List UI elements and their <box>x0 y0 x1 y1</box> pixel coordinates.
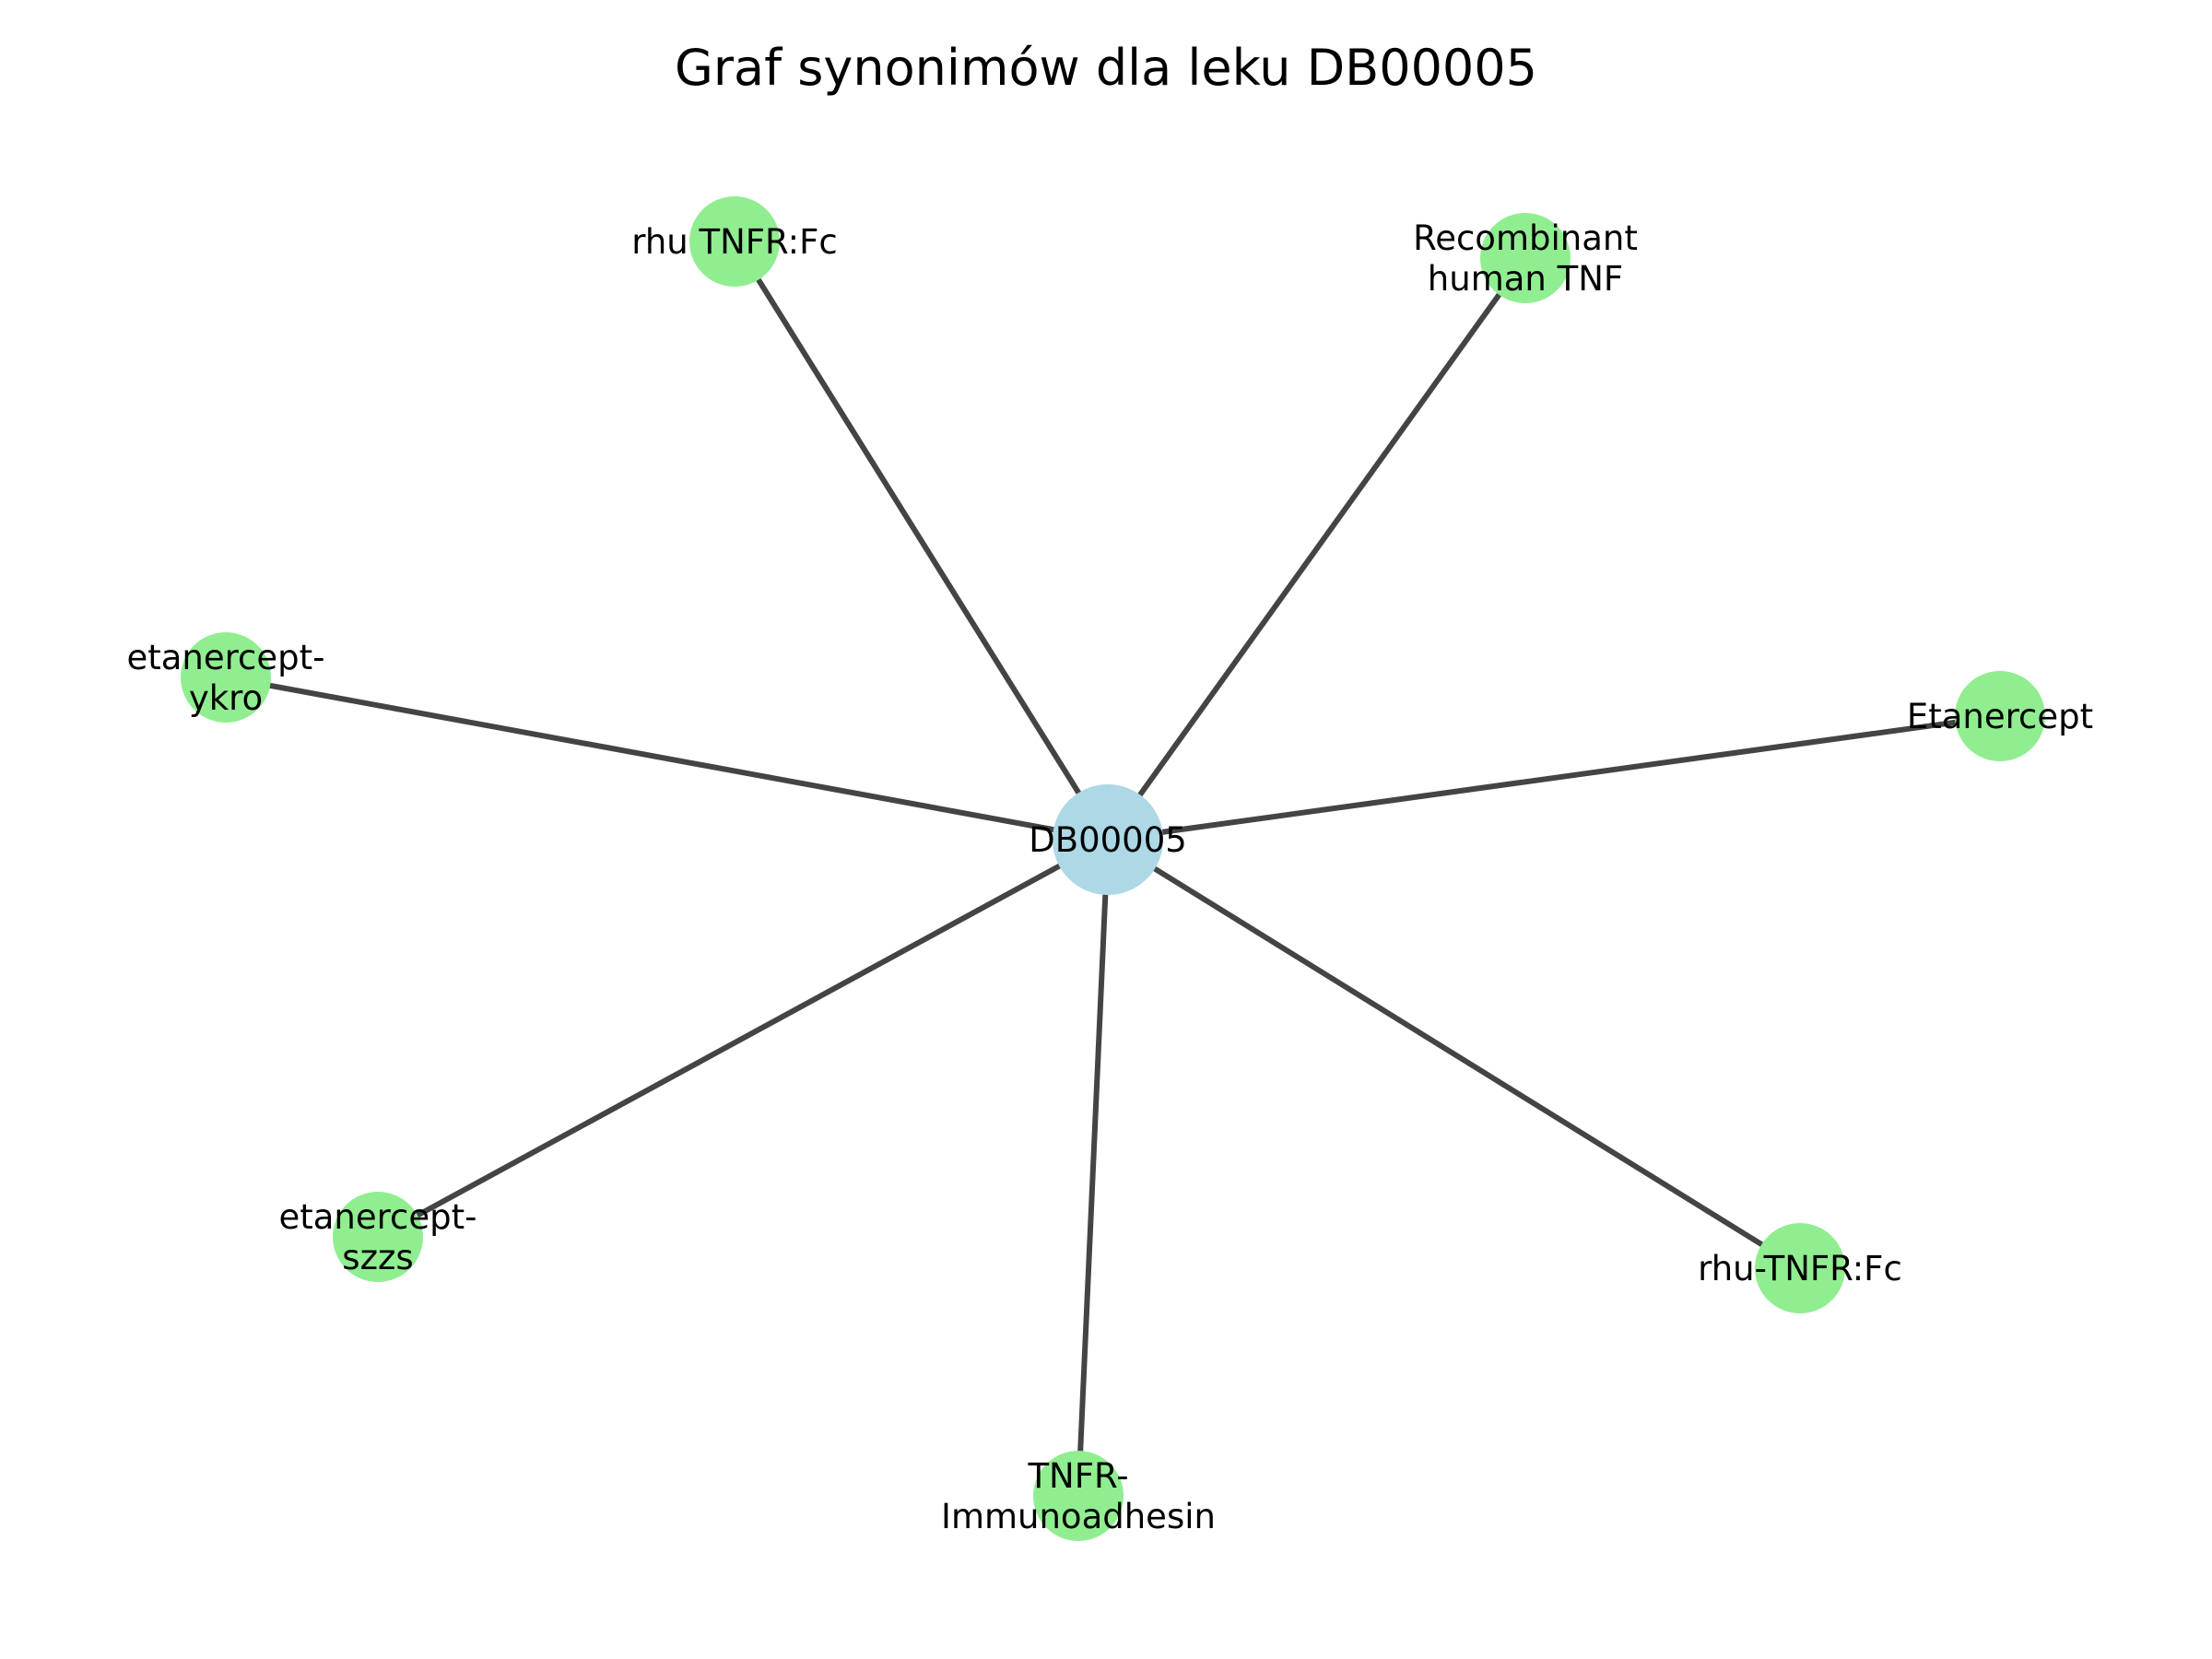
synonym-rhu-tnfr-fc-space-node <box>689 196 780 287</box>
synonym-etanercept-szzs-label-line: szzs <box>342 1238 413 1277</box>
synonym-etanercept-label: Etanercept <box>1907 697 2093 736</box>
synonym-rhu-tnfr-fc-hyphen-label: rhu-TNFR:Fc <box>1698 1249 1902 1288</box>
synonym-recombinant-human-tnf-node <box>1480 213 1571 303</box>
synonym-etanercept-szzs-label: etanercept-szzs <box>278 1197 477 1277</box>
synonym-tnfr-immunoadhesin-label-line: Immunoadhesin <box>941 1497 1216 1536</box>
edge-etanercept-ykro <box>225 675 1109 842</box>
center-drug-node <box>1053 784 1163 895</box>
edge-etanercept <box>1107 713 2001 842</box>
center-drug-label-line: DB00005 <box>1029 820 1187 860</box>
synonym-etanercept-szzs-label-line: etanercept- <box>278 1197 477 1237</box>
nodes-layer <box>181 196 2045 1541</box>
synonym-etanercept-szzs-node <box>333 1192 423 1282</box>
edge-recombinant-human-tnf <box>1105 256 1528 841</box>
edge-tnfr-immunoadhesin <box>1076 839 1111 1497</box>
edge-rhu-tnfr-fc-space <box>732 240 1111 841</box>
synonym-etanercept-ykro-label-line: ykro <box>189 678 263 718</box>
synonym-etanercept-node <box>1955 671 2045 761</box>
synonym-etanercept-ykro-label-line: etanercept- <box>126 638 324 677</box>
synonym-tnfr-immunoadhesin-label: TNFR-Immunoadhesin <box>941 1456 1216 1536</box>
center-drug-label: DB00005 <box>1029 820 1187 860</box>
synonym-etanercept-ykro-label: etanercept-ykro <box>126 638 324 718</box>
synonym-recombinant-human-tnf-label-line: human TNF <box>1428 259 1623 299</box>
edge-etanercept-szzs <box>376 837 1110 1240</box>
synonym-rhu-tnfr-fc-hyphen-node <box>1755 1223 1845 1313</box>
synonym-tnfr-immunoadhesin-node <box>1033 1451 1124 1541</box>
edge-rhu-tnfr-fc-hyphen <box>1106 837 1802 1271</box>
synonym-rhu-tnfr-fc-space-label-line: rhu TNFR:Fc <box>631 222 837 262</box>
graph-title: Graf synonimów dla leku DB00005 <box>675 39 1537 97</box>
synonym-recombinant-human-tnf-label-line: Recombinant <box>1413 218 1638 258</box>
synonym-tnfr-immunoadhesin-label-line: TNFR- <box>1027 1456 1128 1496</box>
synonym-etanercept-label-line: Etanercept <box>1907 697 2093 736</box>
synonym-rhu-tnfr-fc-space-label: rhu TNFR:Fc <box>631 222 837 262</box>
edges-layer <box>225 240 2001 1497</box>
synonym-etanercept-ykro-node <box>181 632 271 723</box>
synonym-rhu-tnfr-fc-hyphen-label-line: rhu-TNFR:Fc <box>1698 1249 1902 1288</box>
